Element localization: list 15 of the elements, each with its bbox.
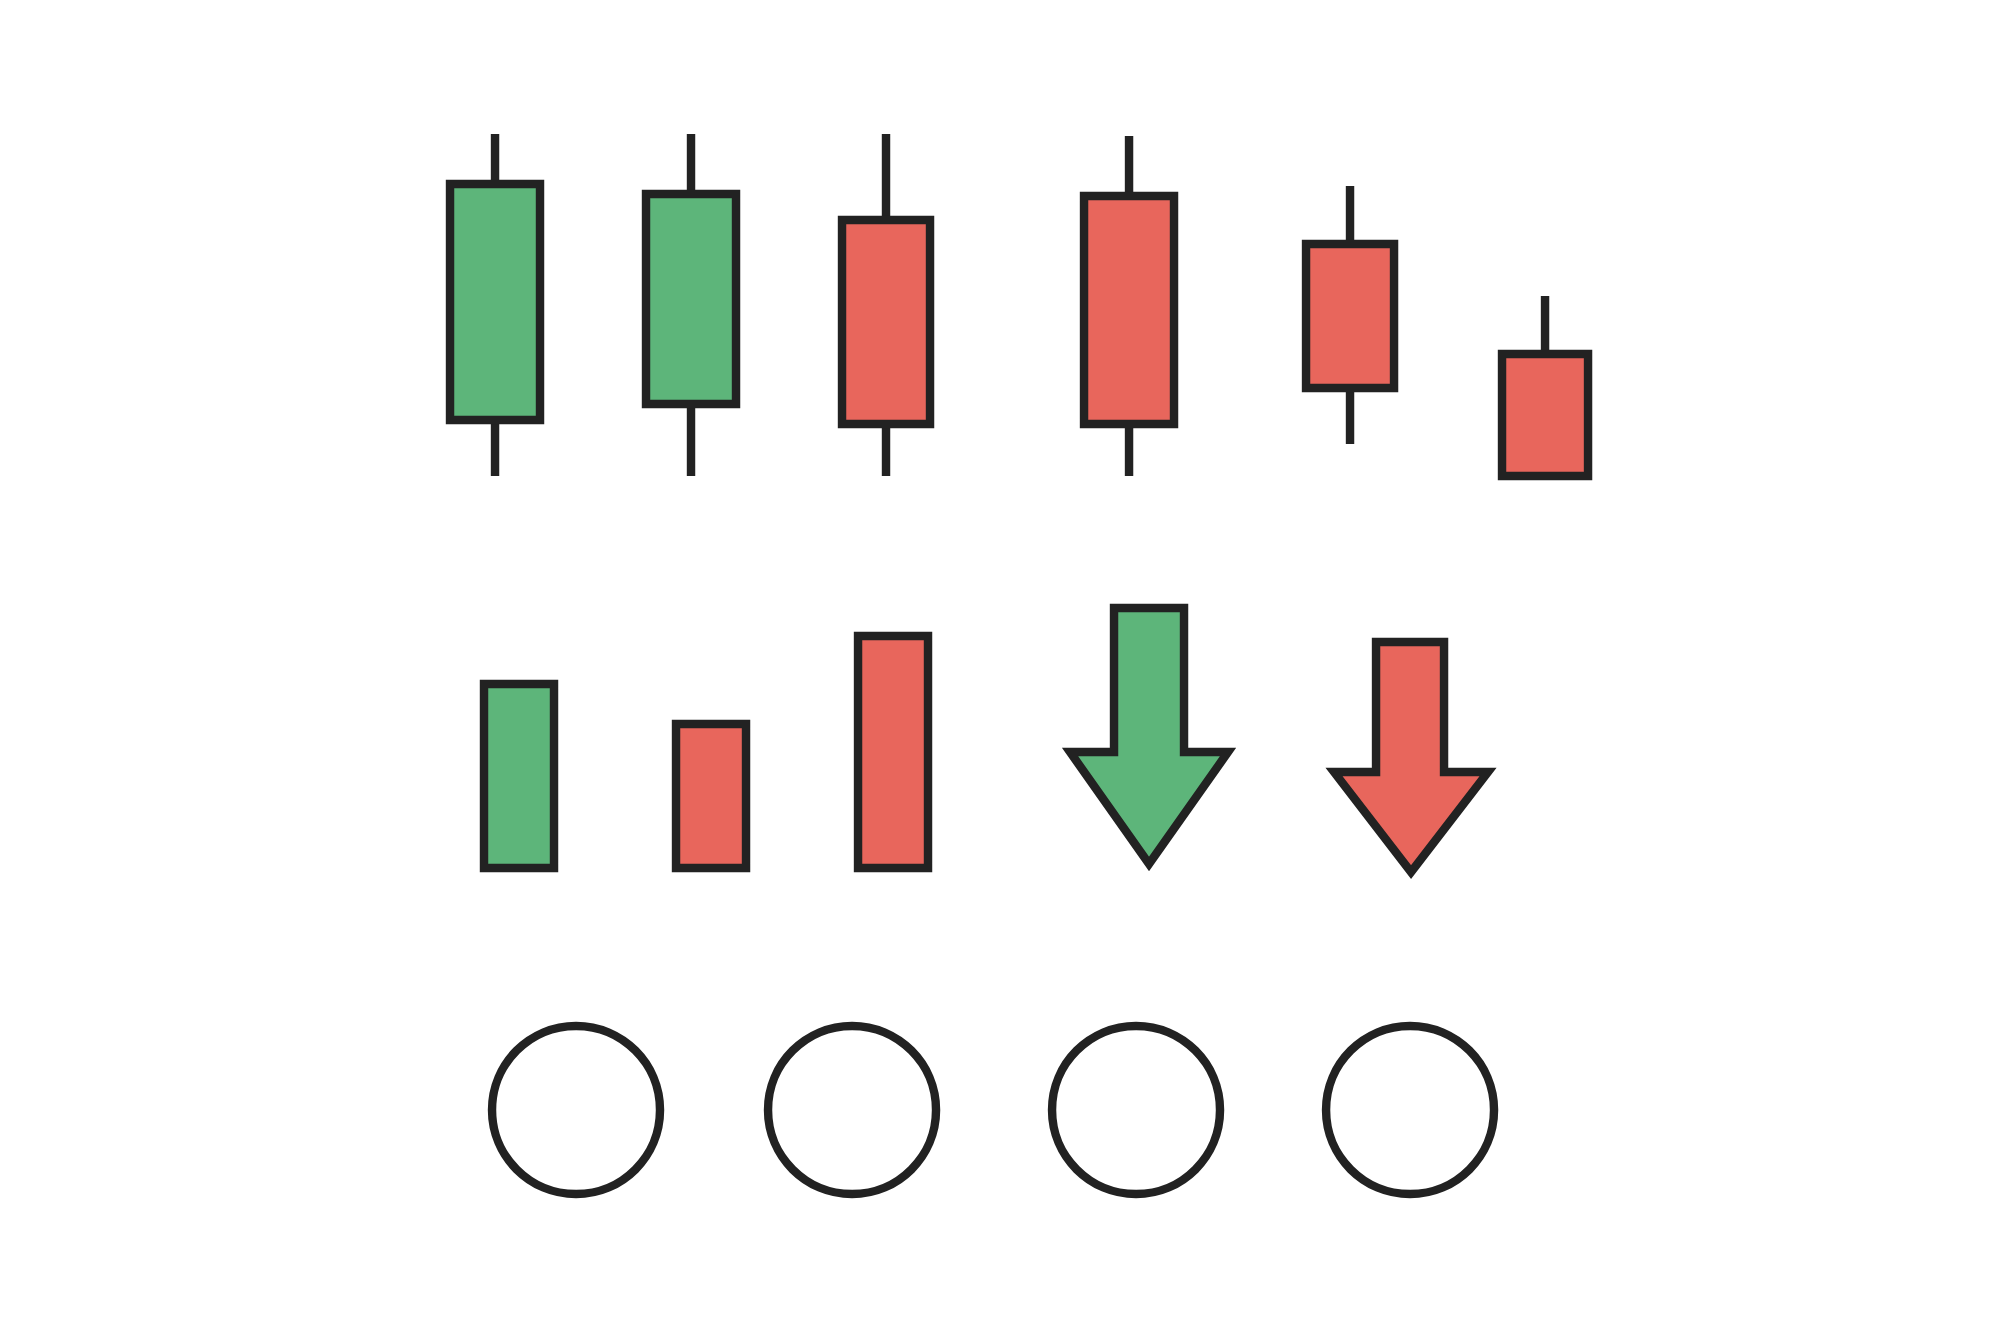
candlestick-icon [641, 133, 741, 476]
circle-icon [763, 1021, 941, 1199]
candlestick-icon [445, 133, 545, 476]
candlestick-icon [837, 133, 935, 476]
down-arrow-icon [1061, 603, 1237, 872]
candlestick-icon [1301, 186, 1399, 444]
circle-icon [487, 1021, 665, 1199]
bar-icon [671, 719, 751, 873]
circle-icon [1047, 1021, 1225, 1199]
candlestick-icon [1497, 296, 1593, 481]
candlestick-icon [1079, 136, 1179, 476]
down-arrow-icon [1325, 637, 1497, 879]
bar-icon [479, 679, 559, 873]
circle-icon [1321, 1021, 1499, 1199]
bar-icon [853, 631, 933, 873]
